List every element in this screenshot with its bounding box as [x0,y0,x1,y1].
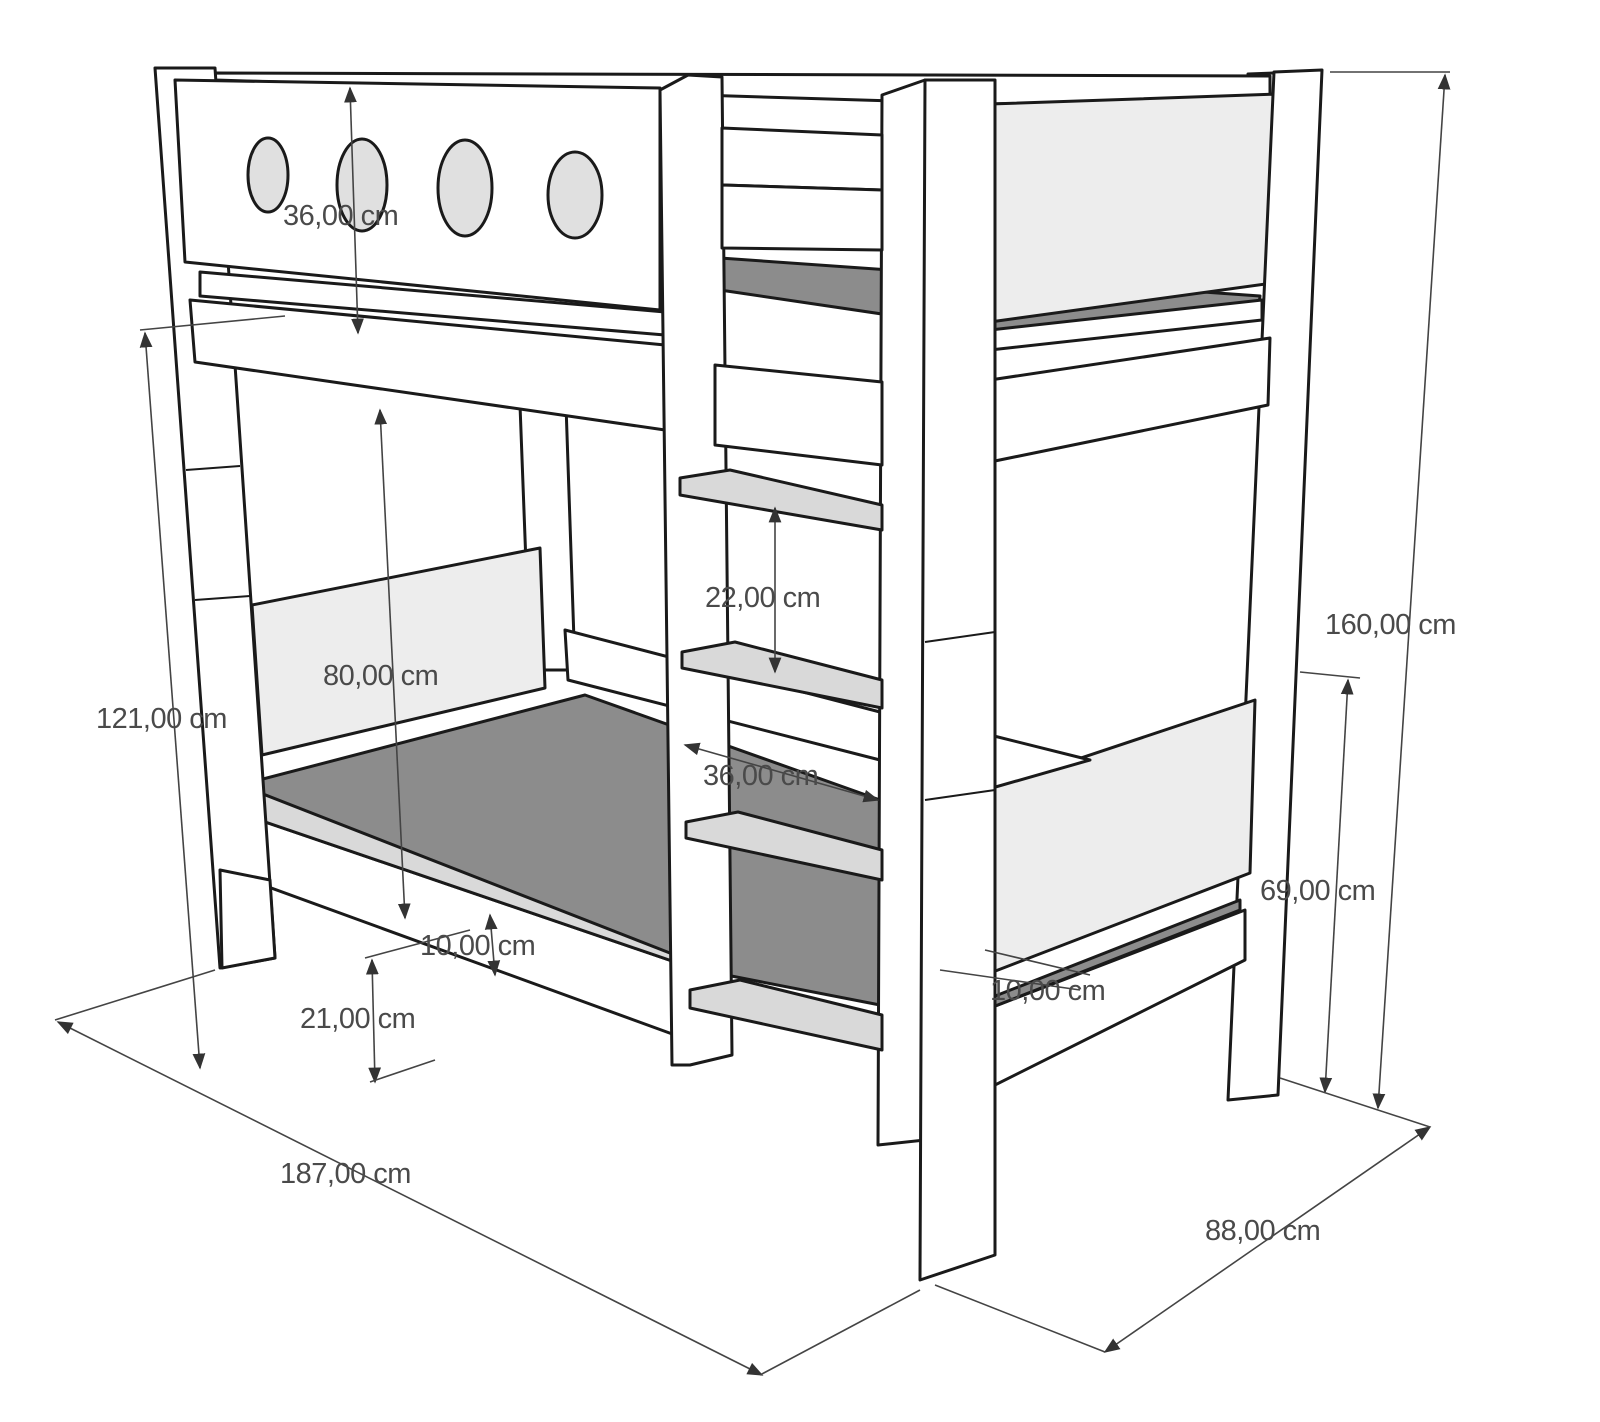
upper-right-end-panel [988,92,1282,324]
ladder-step-1 [678,468,884,532]
top-bed-height-label: 121,00 cm [96,703,227,735]
top-rail-height-label: 36,00 cm [283,200,398,232]
total-height-label: 160,00 cm [1325,609,1456,641]
dimension-labels: 36,00 cm 80,00 cm 121,00 cm 22,00 cm 36,… [96,200,1456,1247]
ladder-step-4 [688,978,884,1052]
ladder-top-rung-2 [720,183,884,252]
frame-height-left-label: 10,00 cm [420,930,535,962]
ground-clearance-label: 21,00 cm [300,1003,415,1035]
porthole-1 [246,136,290,214]
bunk-bed [153,66,1324,1282]
ladder-step-2 [680,640,884,710]
porthole-3 [436,138,494,238]
ladder-step-3 [684,810,884,882]
dimension-lines [54,71,1451,1376]
ladder-step-spacing-label: 22,00 cm [705,582,820,614]
ladder-width-label: 36,00 cm [703,760,818,792]
upper-right-beam [988,336,1272,464]
upper-side-guard-panel [173,78,662,312]
length-label: 187,00 cm [280,1158,411,1190]
ladder-guard-board [713,363,884,467]
porthole-4 [546,150,604,240]
frame-height-right-label: 10,00 cm [990,975,1105,1007]
front-left-leg-lower [218,868,277,970]
front-center-post [918,78,997,1282]
lower-rail-height-label: 69,00 cm [1260,875,1375,907]
lower-bunk-clearance-label: 80,00 cm [323,660,438,692]
width-label: 88,00 cm [1205,1215,1320,1247]
ladder-top-rung [720,126,884,192]
ladder [658,73,950,1147]
